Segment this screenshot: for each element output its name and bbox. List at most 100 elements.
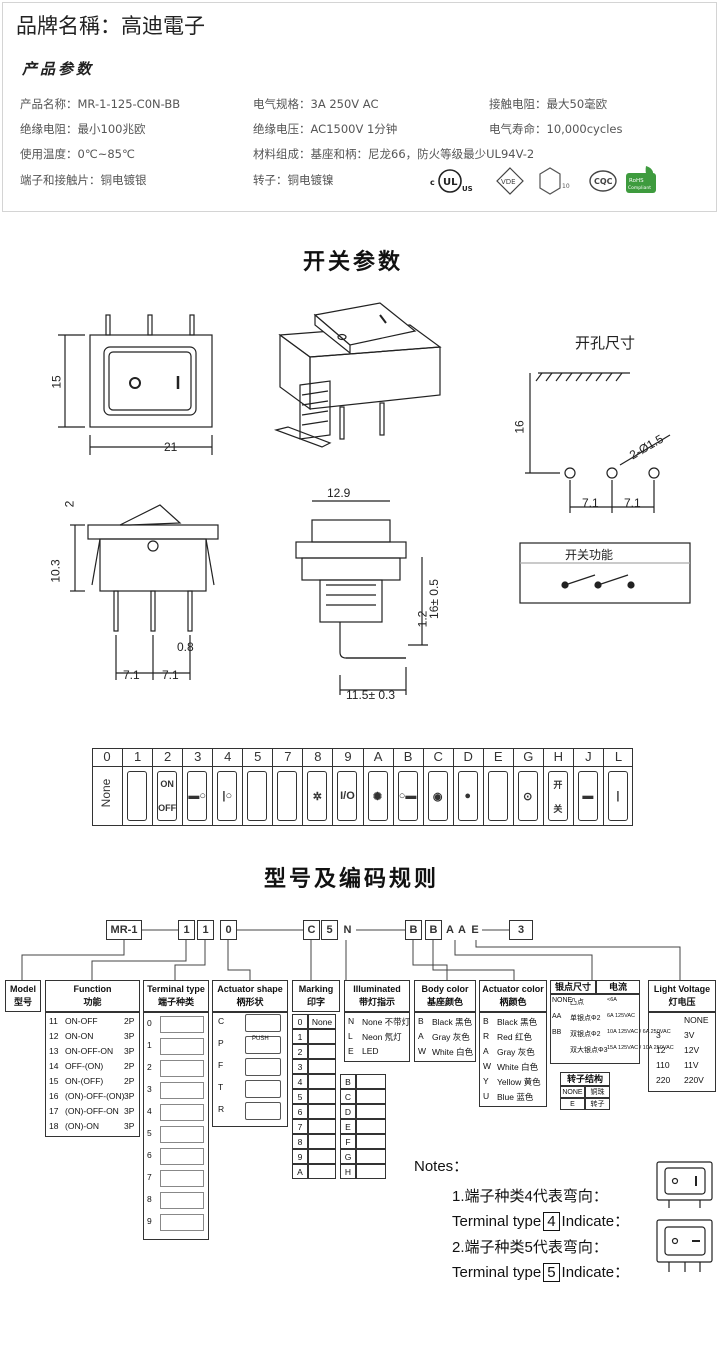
marking-glyph: [356, 1104, 386, 1119]
actuator-color-name: Yellow 黄色: [497, 1077, 541, 1087]
marking-glyph: [308, 1134, 336, 1149]
function-poles: 2P: [124, 1016, 135, 1026]
svg-text:c: c: [430, 178, 435, 187]
marking-none: None: [308, 1014, 336, 1029]
side-view: [70, 504, 219, 680]
terminal-code: 0: [147, 1018, 152, 1028]
function-code: 17: [49, 1106, 59, 1116]
marking-symbol-icon: ▬: [582, 790, 594, 802]
marking-code-H: H: [542, 749, 573, 766]
marking-code-0: 0: [103, 749, 111, 764]
section-title-model-code: 型号及编码规则: [264, 867, 440, 892]
params-subtitle: 产品参数: [22, 60, 95, 78]
kai-label: 开: [553, 779, 563, 790]
illuminated-header: Illuminated 带灯指示: [344, 980, 410, 1012]
brand-name: 品牌名稱：高迪電子: [16, 14, 205, 38]
code-part-prefix: MR-1: [106, 920, 142, 940]
marking-code: 9: [292, 1149, 308, 1164]
marking-symbol-icon: ◉: [432, 790, 443, 803]
illum-type: None 不带灯: [362, 1017, 411, 1027]
function-poles: 3P: [124, 1106, 135, 1116]
spec-card: [2, 2, 717, 212]
marking-rocker: I/O: [337, 771, 358, 821]
function-poles: 3P: [124, 1046, 135, 1056]
note-1: 1.端子种类4代表弯向：: [452, 1188, 608, 1205]
body-color-name: Gray 灰色: [432, 1032, 470, 1042]
marking-code-A: A: [362, 749, 393, 766]
marking-code: 5: [292, 1089, 308, 1104]
marking-code: E: [340, 1119, 356, 1134]
marking-code: 4: [292, 1074, 308, 1089]
body-color-box: [414, 1012, 476, 1062]
marking-glyph: [308, 1029, 336, 1044]
function-type: (ON)-OFF-ON: [65, 1106, 119, 1116]
svg-text:US: US: [462, 185, 473, 193]
off-label: OFF: [158, 803, 177, 813]
marking-rocker: ✲: [307, 771, 328, 821]
actuator-color-code: W: [483, 1061, 492, 1071]
marking-code: F: [340, 1134, 356, 1149]
silver-type: 双大银点Φ3: [570, 1047, 608, 1054]
terminal-code: 7: [147, 1172, 152, 1182]
terminal-drawing: [160, 1126, 204, 1143]
front-view: [58, 314, 213, 455]
marking-code: 8: [292, 1134, 308, 1149]
function-poles: 2P: [124, 1061, 135, 1071]
body-color-code: A: [418, 1031, 424, 1041]
rotor-code: NONE: [560, 1086, 585, 1098]
light-voltage-header: Light Voltage 灯电压: [648, 980, 716, 1012]
dim-1-2: 1.2: [415, 610, 430, 628]
function-poles: 2P: [124, 1076, 135, 1086]
marking-rocker: [487, 771, 508, 821]
marking-glyph: [308, 1119, 336, 1134]
spec-material: 材料组成：基座和柄：尼龙66，防火等级最少UL94V-2: [253, 147, 535, 161]
actuator-color-code: U: [483, 1091, 490, 1101]
marking-code-5: 5: [242, 749, 272, 766]
actuator-code: R: [218, 1104, 225, 1114]
marking-rocker: 开关: [547, 771, 568, 821]
body-color-header: Body color 基座颜色: [414, 980, 476, 1012]
marking-glyph: [356, 1089, 386, 1104]
marking-code: D: [340, 1104, 356, 1119]
marking-cell: [182, 767, 212, 825]
marking-code-E: E: [482, 749, 513, 766]
marking-code-7: 7: [272, 749, 302, 766]
hole-title: 开孔尺寸: [575, 334, 636, 352]
marking-symbol-icon: ▬○: [188, 790, 206, 802]
code-part: E: [468, 920, 482, 940]
marking-rocker: ▬: [577, 771, 598, 821]
actuator-color-box: [479, 1012, 547, 1107]
marking-code-2: 2: [152, 749, 182, 766]
actuator-color-name: Blue 蓝色: [497, 1092, 534, 1102]
actuator-shape-header: Actuator shape 柄形状: [212, 980, 288, 1012]
terminal-code: 3: [147, 1084, 152, 1094]
marking-cell: [542, 767, 573, 825]
switch-drawings: [58, 302, 691, 695]
actuator-color-name: Gray 灰色: [497, 1047, 535, 1057]
end-view: [295, 500, 428, 695]
rotor-name: 转子: [585, 1098, 610, 1110]
marking-glyph: [356, 1149, 386, 1164]
cul-logo: c UL US: [430, 169, 473, 193]
marking-rocker: |: [607, 771, 628, 821]
marking-glyph: [308, 1059, 336, 1074]
actuator-drawing: [245, 1080, 281, 1098]
spec-contact-res: 接触电阻：最大50毫欧: [489, 97, 608, 111]
marking-glyph: [308, 1044, 336, 1059]
light-value: 12V: [684, 1045, 700, 1055]
body-color-code: B: [418, 1016, 424, 1026]
actuator-color-name: White 白色: [497, 1062, 539, 1072]
marking-glyph: [308, 1074, 336, 1089]
svg-text:VDE: VDE: [501, 178, 516, 186]
spec-insul-volt: 绝缘电压：AC1500V 1分钟: [253, 122, 398, 136]
actuator-drawing: [245, 1014, 281, 1032]
illum-type: Neon 氖灯: [362, 1032, 402, 1042]
function-box: [45, 1012, 140, 1137]
svg-text:Compliant: Compliant: [628, 185, 651, 191]
marking-symbol-icon: ✲: [312, 790, 322, 803]
marking-rocker: [277, 771, 298, 821]
terminal-code: 4: [147, 1106, 152, 1116]
terminal-header: Terminal type 端子种类: [143, 980, 209, 1012]
spec-insul-res: 绝缘电阻：最小100兆欧: [20, 122, 146, 136]
